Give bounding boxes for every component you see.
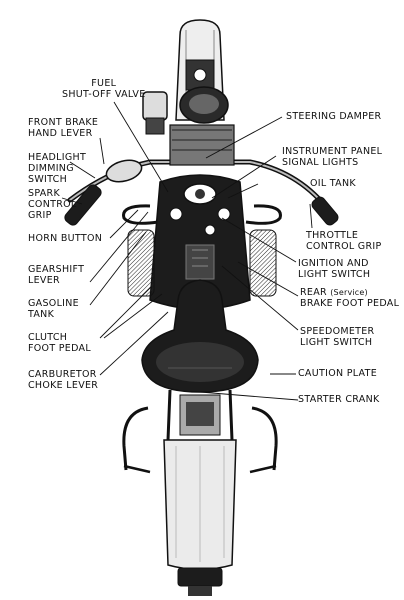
- label-rear-service-brake-foot-pedal: REAR (Service) BRAKE FOOT PEDAL: [300, 287, 399, 309]
- label-line: GASOLINE: [28, 298, 79, 309]
- label-line: FUEL: [62, 78, 146, 89]
- label-line: FOOT PEDAL: [28, 343, 91, 354]
- label-line: SHUT-OFF VALVE: [62, 89, 146, 100]
- auxiliary-lamp: [143, 92, 167, 134]
- label-line: SIGNAL LIGHTS: [282, 157, 382, 168]
- label-line: IGNITION AND: [298, 258, 370, 269]
- label-line: TANK: [28, 309, 79, 320]
- label-line: GEARSHIFT: [28, 264, 84, 275]
- label-starter-crank: STARTER CRANK: [298, 394, 380, 405]
- label-line: LEVER: [28, 275, 84, 286]
- label-clutch-foot-pedal: CLUTCH FOOT PEDAL: [28, 332, 91, 354]
- label-steering-damper: STEERING DAMPER: [286, 111, 381, 122]
- label-line: CONTROL GRIP: [306, 241, 382, 252]
- label-gasoline-tank: GASOLINE TANK: [28, 298, 79, 320]
- rear-tail: [178, 568, 222, 596]
- label-rear: REAR: [300, 287, 327, 298]
- label-caution-plate: CAUTION PLATE: [298, 368, 377, 379]
- label-spark-control-grip: SPARK CONTROL GRIP: [28, 188, 77, 221]
- label-ignition-and-light-switch: IGNITION AND LIGHT SWITCH: [298, 258, 370, 280]
- label-instrument-panel-signal-lights: INSTRUMENT PANEL SIGNAL LIGHTS: [282, 146, 382, 168]
- label-line: CLUTCH: [28, 332, 91, 343]
- label-line: REAR (Service): [300, 287, 399, 298]
- label-line: SWITCH: [28, 174, 86, 185]
- label-line: HAND LEVER: [28, 128, 98, 139]
- label-line: CONTROL: [28, 199, 77, 210]
- label-line: CARBURETOR: [28, 369, 98, 380]
- label-line: DIMMING: [28, 163, 86, 174]
- label-front-brake-hand-lever: FRONT BRAKE HAND LEVER: [28, 117, 98, 139]
- label-line: HEADLIGHT: [28, 152, 86, 163]
- rear-frame: [168, 390, 232, 440]
- label-headlight-dimming-switch: HEADLIGHT DIMMING SWITCH: [28, 152, 86, 185]
- label-speedometer-light-switch: SPEEDOMETER LIGHT SWITCH: [300, 326, 374, 348]
- label-line: SPARK: [28, 188, 77, 199]
- label-line: LIGHT SWITCH: [300, 337, 374, 348]
- label-line: BRAKE FOOT PEDAL: [300, 298, 399, 309]
- label-line: GRIP: [28, 210, 77, 221]
- label-line: LIGHT SWITCH: [298, 269, 370, 280]
- headlight: [180, 87, 228, 123]
- label-gearshift-lever: GEARSHIFT LEVER: [28, 264, 84, 286]
- label-line: CHOKE LEVER: [28, 380, 98, 391]
- label-line: INSTRUMENT PANEL: [282, 146, 382, 157]
- label-fuel-shutoff-valve: FUEL SHUT-OFF VALVE: [62, 78, 146, 100]
- label-line: THROTTLE: [306, 230, 382, 241]
- label-carburetor-choke-lever: CARBURETOR CHOKE LEVER: [28, 369, 98, 391]
- label-horn-button: HORN BUTTON: [28, 233, 102, 244]
- label-line: FRONT BRAKE: [28, 117, 98, 128]
- label-line: SPEEDOMETER: [300, 326, 374, 337]
- label-oil-tank: OIL TANK: [310, 178, 356, 189]
- label-service-note: (Service): [330, 288, 368, 297]
- rear-fender: [164, 440, 236, 570]
- label-throttle-control-grip: THROTTLE CONTROL GRIP: [306, 230, 382, 252]
